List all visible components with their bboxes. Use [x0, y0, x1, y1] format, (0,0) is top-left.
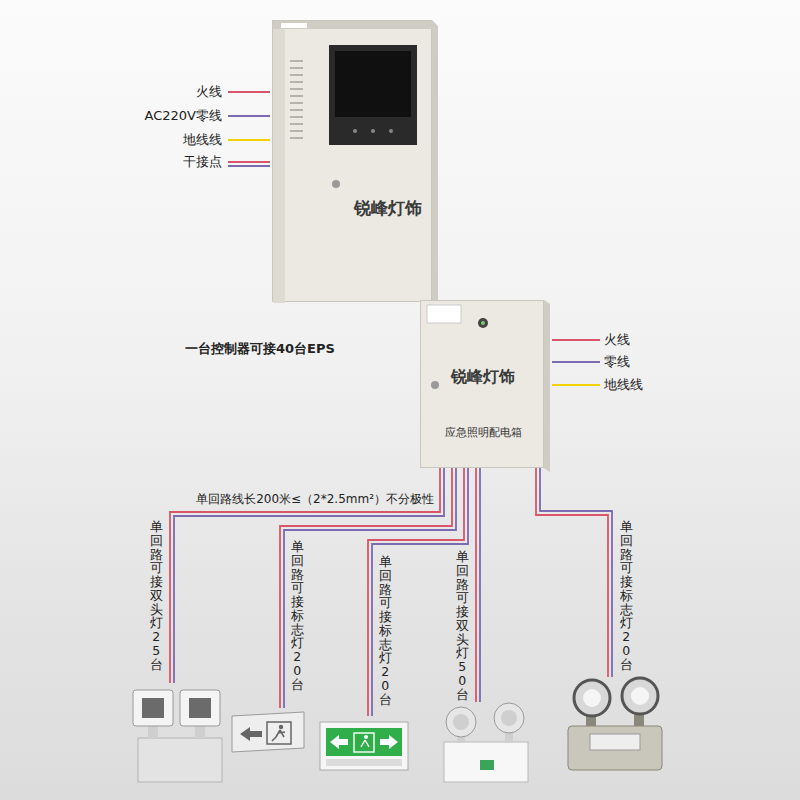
- exit-sign: [232, 712, 304, 752]
- cabinet-title: 应急照明配电箱: [421, 425, 545, 440]
- circuit-length-note: 单回路线长200米≤（2*2.5mm²）不分极性: [196, 492, 434, 506]
- green-exit-sign: [320, 722, 408, 770]
- cabinet-side: [432, 20, 438, 306]
- circuit-wire: [174, 468, 444, 683]
- live-wire: [552, 339, 600, 341]
- eps-cabinet: 锐峰灯饰应急照明配电箱: [420, 300, 544, 468]
- circuit-capacity: 单回路可接标志灯20台: [379, 555, 392, 706]
- explosion-proof-lamp: [568, 678, 662, 770]
- circuit-wires: [170, 468, 612, 716]
- circuit-capacity: 单回路可接标志灯20台: [620, 520, 633, 671]
- wire-label: 火线: [604, 332, 630, 348]
- twin-head-lamp: [133, 690, 222, 782]
- cabinet-detail: [273, 21, 433, 303]
- wire-label: AC220V零线: [145, 108, 222, 124]
- circuit-wire: [170, 468, 440, 683]
- wire-label: 地线线: [183, 132, 222, 148]
- circuit-wire: [540, 468, 612, 677]
- circuit-wire: [475, 468, 477, 702]
- circuit-capacity: 单回路可接双头灯25台: [150, 520, 163, 671]
- circuit-wire: [536, 468, 608, 677]
- dry-contact-wire: [228, 161, 270, 163]
- cabinet-side: [544, 300, 550, 472]
- earth-wire: [552, 384, 600, 386]
- twin-round-lamp: [444, 703, 528, 782]
- dry-contact-wire: [228, 165, 270, 167]
- wire-label: 地线线: [604, 377, 643, 393]
- controller-cabinet: 锐峰灯饰: [272, 20, 432, 302]
- brand-name: 锐峰灯饰: [421, 367, 545, 388]
- circuit-capacity: 单回路可接标志灯20台: [291, 540, 304, 691]
- brand-name: 锐峰灯饰: [345, 197, 431, 220]
- wire-label: 火线: [196, 84, 222, 100]
- neutral-wire: [552, 361, 600, 363]
- circuit-wire: [479, 468, 481, 702]
- neutral-wire: [228, 115, 270, 117]
- circuit-capacity: 单回路可接双头灯50台: [456, 550, 469, 701]
- capacity-note: 一台控制器可接40台EPS: [185, 341, 335, 357]
- wire-label: 干接点: [183, 154, 222, 170]
- earth-wire: [228, 139, 270, 141]
- live-wire: [228, 91, 270, 93]
- wire-label: 零线: [604, 354, 630, 370]
